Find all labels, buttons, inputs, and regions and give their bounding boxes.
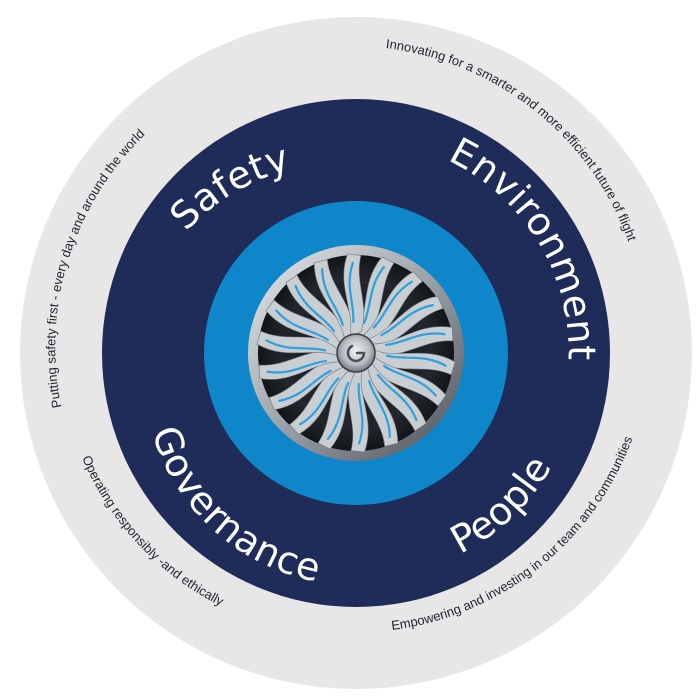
fan-blade-accent [383, 364, 437, 397]
fan-blade-accent [362, 265, 386, 325]
fan-blade-accent [321, 268, 344, 326]
fan-blade-accent [294, 284, 336, 333]
fan-blade-accent [372, 280, 413, 329]
jet-engine-fan-icon [248, 245, 464, 461]
fan-blade-accent [278, 369, 332, 402]
fan-blade-accent [380, 304, 434, 337]
fan-blade-accent [357, 382, 364, 445]
fan-blade-accent [275, 309, 329, 342]
fan-blade-accent [376, 373, 418, 422]
fan-blade-accent [266, 359, 328, 374]
fan-blade-accent [326, 381, 350, 441]
fan-blade-accent [384, 332, 446, 347]
fan-blade-accent [368, 380, 391, 438]
fan-blade [343, 253, 365, 337]
fan-blade-accent [265, 339, 327, 352]
fan-blade-accent [348, 261, 355, 324]
fan-blade-accent [385, 354, 447, 367]
fan-blade-accent [299, 377, 340, 426]
